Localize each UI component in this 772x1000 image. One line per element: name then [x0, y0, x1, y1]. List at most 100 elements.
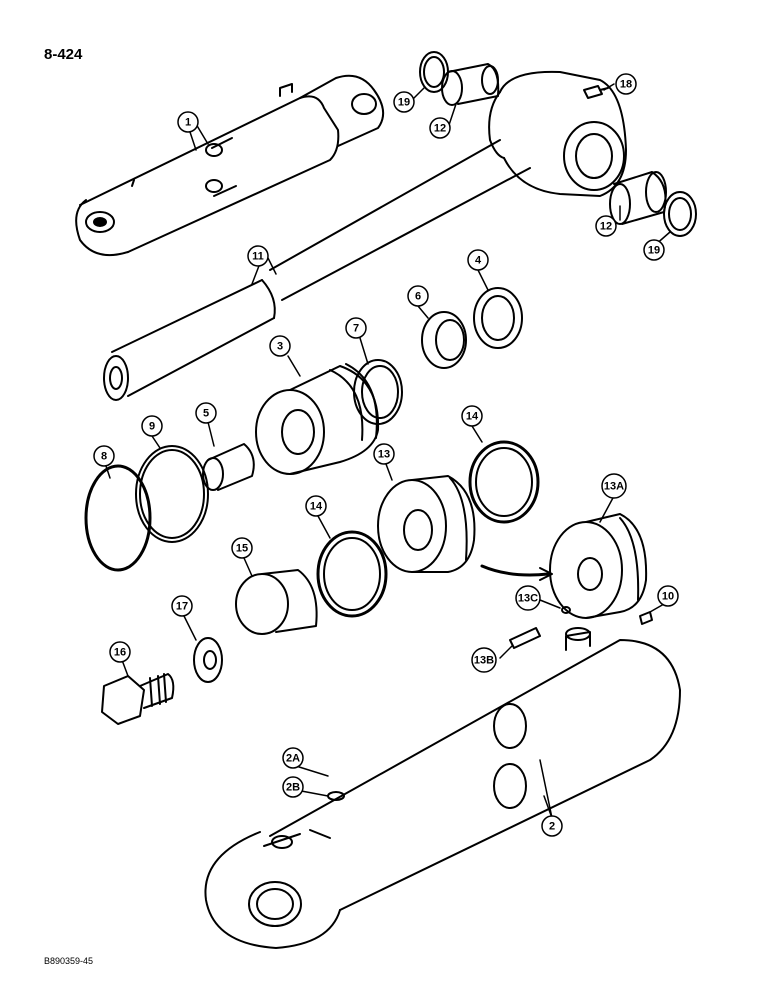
assembled-cylinder-small	[75, 74, 385, 256]
callout-circle	[282, 747, 304, 769]
callout-circle	[141, 415, 163, 437]
seal-6	[421, 311, 467, 369]
callout-label: 14	[310, 501, 323, 513]
callout-label: 12	[600, 221, 612, 233]
callout-11: 11	[247, 245, 269, 267]
callout-circle	[393, 91, 415, 113]
callout-7: 7	[345, 317, 367, 339]
leader-lines	[105, 83, 671, 819]
callout-19a: 19	[393, 91, 415, 113]
callout-16: 16	[109, 641, 131, 663]
callout-9: 9	[141, 415, 163, 437]
callout-circle	[467, 249, 489, 271]
callout-circle	[305, 495, 327, 517]
callout-circle	[615, 73, 637, 95]
callout-19b: 19	[643, 239, 665, 261]
callout-circle	[595, 215, 617, 237]
ring-7-inner	[361, 365, 399, 419]
callout-13a: 13A	[601, 473, 627, 499]
callout-2a: 2A	[282, 747, 304, 769]
callout-3: 3	[269, 335, 291, 357]
callout-label: 8	[101, 451, 107, 463]
screw-10	[639, 611, 653, 625]
arrow-head	[539, 567, 553, 581]
cylinder-gland	[255, 363, 380, 475]
piston-seal-14b-inner	[323, 537, 381, 611]
callout-label: 12	[434, 123, 446, 135]
callout-13b: 13B	[471, 647, 497, 673]
callout-label: 2A	[286, 753, 300, 765]
callout-circle	[177, 111, 199, 133]
callout-label: 4	[475, 255, 482, 267]
callout-15: 15	[231, 537, 253, 559]
callout-label: 3	[277, 341, 283, 353]
callout-label: 10	[662, 591, 674, 603]
callout-4: 4	[467, 249, 489, 271]
callout-circle	[195, 402, 217, 424]
callout-label: 15	[236, 543, 248, 555]
callout-circle	[429, 117, 451, 139]
cylinder-barrel	[204, 627, 681, 949]
callout-label: 19	[648, 245, 660, 257]
piston-seal-14a-inner	[475, 447, 533, 517]
callout-circle	[93, 445, 115, 467]
callout-17: 17	[171, 595, 193, 617]
callout-circle	[541, 815, 563, 837]
ring-7	[353, 359, 403, 425]
callout-label: 6	[415, 291, 421, 303]
grease-fitting	[583, 85, 609, 99]
bushing-upper	[441, 63, 500, 106]
callout-label: 16	[114, 647, 126, 659]
callout-8: 8	[93, 445, 115, 467]
washer-17-inner	[203, 650, 217, 670]
seal-4-inner	[481, 295, 515, 341]
callout-13: 13	[373, 443, 395, 465]
washer-17	[193, 637, 223, 683]
callout-label: 13A	[604, 481, 624, 493]
callout-circle	[247, 245, 269, 267]
backup-ring-9	[135, 445, 209, 543]
set-screw-13b	[509, 627, 541, 649]
arrow-to-13a	[480, 564, 550, 577]
callout-label: 2B	[286, 782, 300, 794]
callout-18: 18	[615, 73, 637, 95]
piston-13a	[549, 513, 648, 619]
callout-10: 10	[657, 585, 679, 607]
bolt-16	[101, 673, 175, 725]
piston-seal-14b	[316, 530, 388, 618]
callout-2b: 2B	[282, 776, 304, 798]
callout-bubbles: 122A2B3456789101112121313A13B13C14141516…	[93, 73, 679, 837]
wear-ring-lower	[663, 191, 697, 237]
callout-label: 18	[620, 79, 632, 91]
callout-circle	[345, 317, 367, 339]
callout-circle	[643, 239, 665, 261]
callout-label: 14	[466, 411, 479, 423]
wear-ring-upper	[419, 51, 449, 93]
seal-6-inner	[435, 319, 465, 361]
wear-ring-lower-inner	[668, 197, 692, 231]
callout-label: 1	[185, 117, 191, 129]
callout-circle	[373, 443, 395, 465]
rod-with-eye	[269, 70, 627, 301]
backup-ring-9-inner	[139, 449, 205, 539]
callout-circle	[407, 285, 429, 307]
callout-circle	[471, 647, 497, 673]
piston-rod	[103, 279, 276, 401]
callout-label: 5	[203, 408, 209, 420]
wear-band-15	[235, 569, 318, 635]
callout-label: 17	[176, 601, 188, 613]
piston-seal-14a	[468, 440, 540, 524]
callout-label: 2	[549, 821, 555, 833]
callout-12a: 12	[429, 117, 451, 139]
page-number: 8-424	[44, 46, 83, 63]
callout-circle	[171, 595, 193, 617]
callout-circle	[282, 776, 304, 798]
figure-code: B890359-45	[44, 956, 94, 966]
piston-13	[377, 475, 476, 573]
callout-14a: 14	[461, 405, 483, 427]
bushing-5	[202, 443, 255, 491]
callout-circle	[269, 335, 291, 357]
callout-13c: 13C	[515, 585, 541, 611]
